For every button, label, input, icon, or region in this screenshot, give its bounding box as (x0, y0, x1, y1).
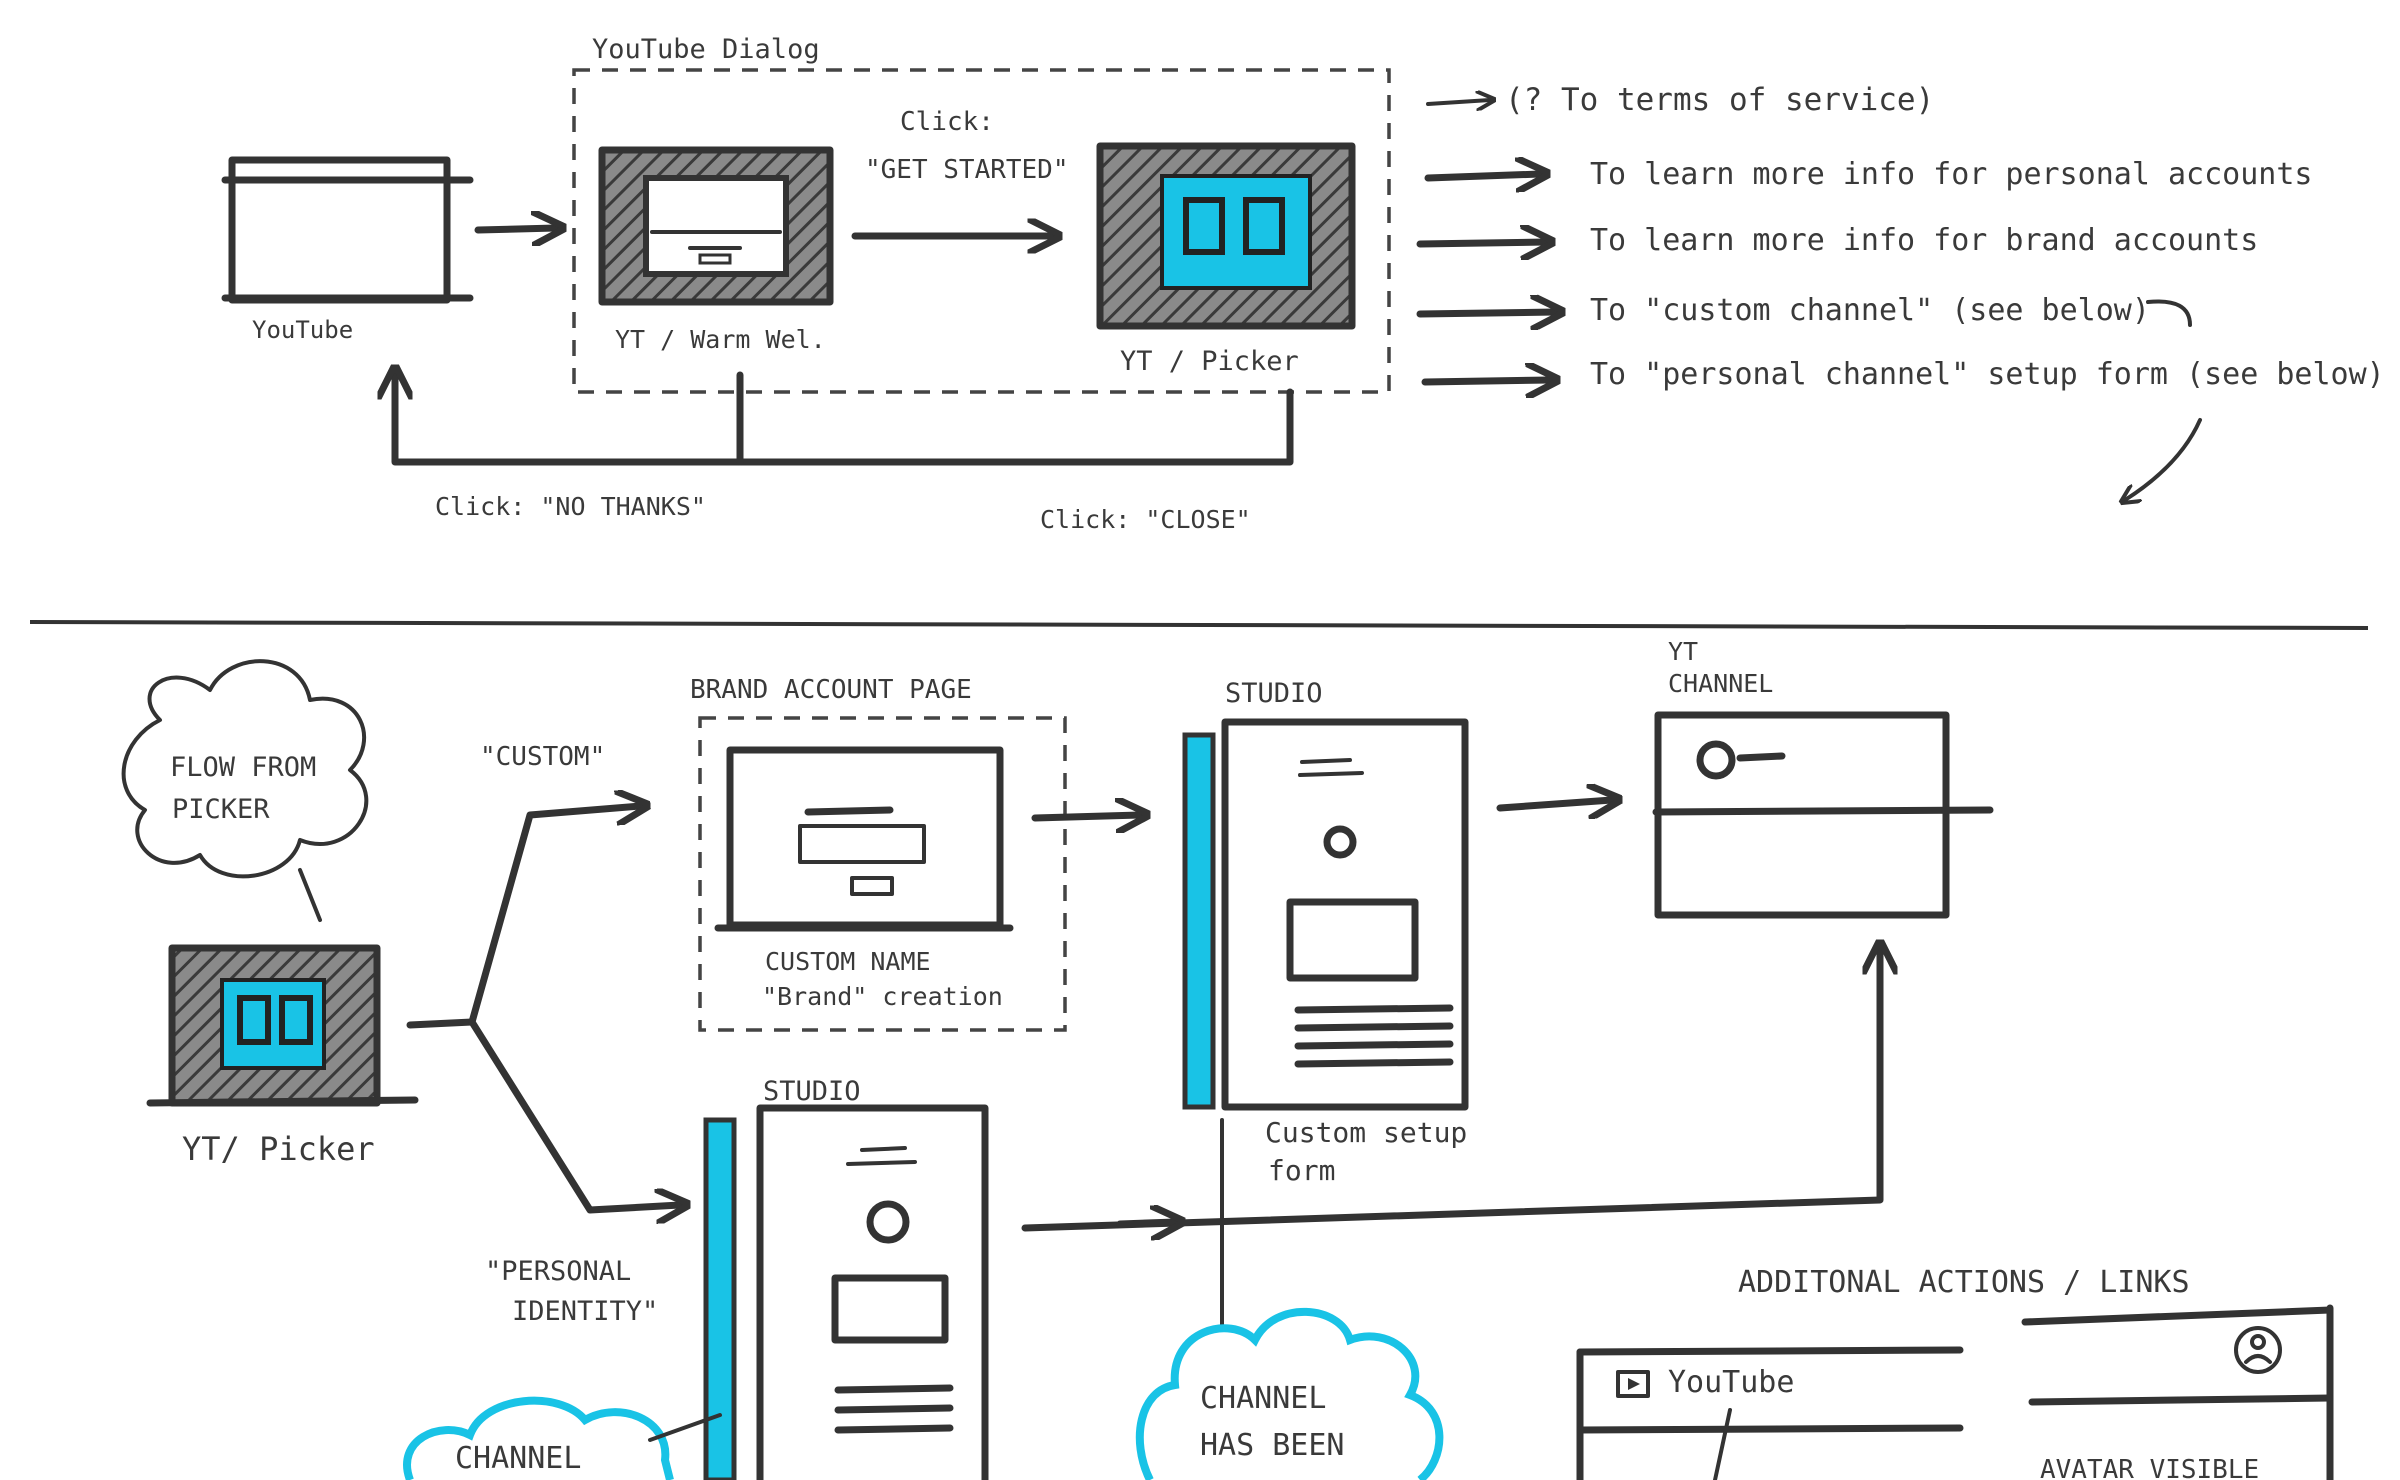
section-divider (29, 620, 2369, 630)
picker-label-top: YT / Picker (1120, 346, 1299, 377)
flow-from-picker-line2: PICKER (172, 794, 270, 825)
studio-bottom-label: STUDIO (763, 1076, 861, 1107)
picker-screen-top (1096, 142, 1356, 330)
branch-personal (468, 1018, 680, 1210)
outcome-terms: (? To terms of service) (1505, 82, 1934, 118)
outcome-brand-info: To learn more info for brand accounts (1590, 223, 2258, 258)
personal-identity-line2: IDENTITY" (512, 1296, 658, 1327)
top-flow-section: YouTube YouTube Dialog YT / Warm Wel. Cl… (221, 34, 2385, 534)
avatar-header-sketch (2021, 1304, 2334, 1480)
custom-name-label: CUSTOM NAME (765, 947, 931, 976)
brand-creation-label: "Brand" creation (762, 982, 1003, 1011)
warm-welcome-label: YT / Warm Wel. (615, 325, 826, 354)
bottom-flow-section: FLOW FROM PICKER YT/ Picker "CUSTOM" "PE… (121, 637, 2334, 1480)
click-get-started-label-2: "GET STARTED" (865, 155, 1069, 185)
studio-top-screen (1182, 718, 1469, 1111)
picker-screen-bottom (146, 944, 419, 1107)
arrow-personal-studio-to-channel (1021, 950, 1880, 1232)
brand-account-frame (698, 716, 1067, 1032)
outcome-personal-info: To learn more info for personal accounts (1590, 157, 2312, 192)
click-close-label: Click: "CLOSE" (1040, 505, 1251, 534)
brand-account-screen (714, 746, 1014, 932)
youtube-label: YouTube (252, 316, 353, 344)
personal-identity-line1: "PERSONAL (485, 1256, 631, 1287)
channel-has-been-line2: HAS BEEN (1200, 1428, 1345, 1463)
brand-account-page-label: BRAND ACCOUNT PAGE (690, 675, 972, 705)
arrow-studio-to-channel (1496, 800, 1612, 808)
custom-setup-form-line1: Custom setup (1265, 1116, 1467, 1149)
youtube-logo-text: YouTube (1668, 1365, 1794, 1400)
youtube-page-box (221, 156, 474, 304)
custom-label: "CUSTOM" (480, 742, 605, 772)
outcome-custom-channel: To "custom channel" (see below) (1590, 293, 2150, 328)
outcome-list: (? To terms of service) To learn more in… (1416, 82, 2385, 500)
yt-channel-line2: CHANNEL (1668, 669, 1773, 698)
arrow-youtube-to-dialog (474, 228, 556, 230)
avatar-visible-label: AVATAR VISIBLE (2040, 1455, 2259, 1480)
studio-top-label: STUDIO (1225, 678, 1323, 709)
channel-cloud-right (1135, 1307, 1444, 1480)
channel-left-label: CHANNEL (455, 1441, 581, 1476)
branch-custom (406, 806, 640, 1029)
custom-setup-form-line2: form (1268, 1154, 1335, 1187)
studio-bottom-screen (703, 1104, 989, 1480)
picker-label-bottom: YT/ Picker (182, 1130, 375, 1168)
arrow-brand-to-studio (1031, 815, 1140, 818)
channel-has-been-line1: CHANNEL (1200, 1381, 1326, 1416)
yt-channel-screen (1652, 711, 1994, 919)
additional-actions-label: ADDITONAL ACTIONS / LINKS (1738, 1265, 2190, 1300)
click-no-thanks-label: Click: "NO THANKS" (435, 492, 706, 521)
outcome-personal-form: To "personal channel" setup form (see be… (1590, 357, 2385, 392)
yt-channel-line1: YT (1668, 637, 1698, 666)
channel-cloud-left (403, 1396, 674, 1480)
flow-from-picker-line1: FLOW FROM (170, 752, 316, 783)
return-path (395, 375, 1294, 466)
warm-welcome-screen (598, 146, 834, 306)
youtube-dialog-frame (572, 68, 1391, 394)
youtube-dialog-label: YouTube Dialog (592, 34, 820, 65)
youtube-header-sketch (1576, 1346, 1964, 1480)
flow-from-picker-cloud (121, 659, 369, 879)
click-get-started-label-1: Click: (900, 107, 994, 137)
